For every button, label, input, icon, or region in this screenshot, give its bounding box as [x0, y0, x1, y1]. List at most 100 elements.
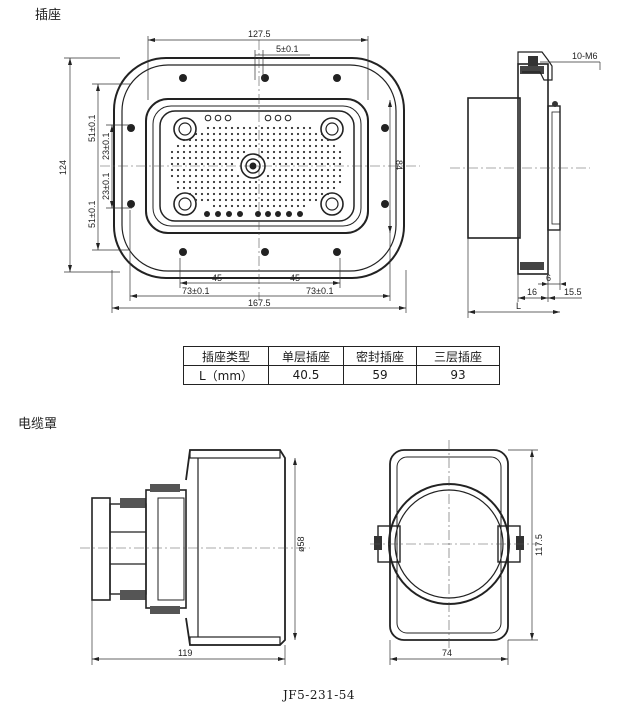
- contact-dot: [182, 180, 186, 184]
- contact-dot: [230, 144, 234, 148]
- contact-dot: [224, 126, 228, 130]
- dim-side-6: 6: [546, 273, 551, 283]
- dim-half-23-a: 23±0.1: [101, 133, 111, 160]
- contact-dot: [284, 162, 288, 166]
- contact-dot: [314, 144, 318, 148]
- contact-dot: [308, 162, 312, 166]
- dim-side-length: L: [516, 301, 521, 311]
- contact-dot: [320, 162, 324, 166]
- contact-dot: [230, 150, 234, 154]
- contact-dot: [296, 156, 300, 160]
- contact-dot: [200, 192, 204, 196]
- contact-dot: [308, 168, 312, 172]
- contact-dot: [188, 192, 192, 196]
- contact-dot: [272, 198, 276, 202]
- contact-dot: [290, 168, 294, 172]
- contact-dot: [218, 126, 222, 130]
- contact-dot: [182, 186, 186, 190]
- contact-dot: [254, 126, 258, 130]
- contact-dot: [182, 150, 186, 154]
- dim-cover-length: 119: [178, 648, 192, 658]
- contact-dot: [194, 150, 198, 154]
- contact-dot: [206, 126, 210, 130]
- contact-dot: [308, 192, 312, 196]
- contact-dot: [206, 192, 210, 196]
- contact-dot: [200, 150, 204, 154]
- contact-dot: [260, 126, 264, 130]
- contact-dot: [266, 192, 270, 196]
- contact-dot: [218, 198, 222, 202]
- contact-dot: [284, 138, 288, 142]
- contact-dot: [272, 204, 276, 208]
- contact-dot: [236, 150, 240, 154]
- contact-dot: [194, 132, 198, 136]
- contact-dot: [266, 156, 270, 160]
- contact-dot: [320, 168, 324, 172]
- contact-dot: [194, 198, 198, 202]
- contact-dot: [200, 168, 204, 172]
- contact-dot: [200, 186, 204, 190]
- contact-dot: [260, 138, 264, 142]
- mounting-holes: [127, 74, 389, 256]
- contact-dot: [314, 150, 318, 154]
- contact-dot: [200, 156, 204, 160]
- contact-dot: [302, 138, 306, 142]
- drawing-number: JF5-231-54: [283, 688, 356, 702]
- contact-dot: [290, 144, 294, 148]
- contact-dot: [260, 150, 264, 154]
- contact-dot: [290, 150, 294, 154]
- contact-dot: [194, 186, 198, 190]
- dim-overall-bottom: 167.5: [248, 298, 271, 308]
- contact-dot: [266, 204, 270, 208]
- contact-dot: [212, 150, 216, 154]
- contact-dot: [314, 186, 318, 190]
- contact-dot: [230, 204, 234, 208]
- contact-dot: [332, 186, 336, 190]
- contact-dot: [212, 156, 216, 160]
- contact-dot: [296, 180, 300, 184]
- contact-dot: [308, 174, 312, 178]
- contact-dot: [224, 144, 228, 148]
- contact-dot: [326, 138, 330, 142]
- section-label-socket: 插座: [35, 8, 62, 23]
- contact-dot: [314, 168, 318, 172]
- table-header-cell: 单层插座: [268, 346, 344, 366]
- contact-dot: [302, 168, 306, 172]
- contact-dot: [314, 132, 318, 136]
- contact-dot: [224, 198, 228, 202]
- contact-dot: [254, 144, 258, 148]
- contact-dot: [224, 174, 228, 178]
- contact-dot: [260, 186, 264, 190]
- section-label-cable-cover: 电缆罩: [18, 417, 58, 432]
- contact-dot: [206, 144, 210, 148]
- contact-dot: [320, 138, 324, 142]
- contact-dot: [272, 186, 276, 190]
- contact-dot: [320, 192, 324, 196]
- contact-dot: [218, 168, 222, 172]
- contact-dot: [260, 144, 264, 148]
- contact-dot: [290, 162, 294, 166]
- contact-dot: [326, 168, 330, 172]
- cable-cover-side-view: ø58 119: [80, 449, 310, 665]
- contact-dot: [326, 186, 330, 190]
- contact-dot: [230, 192, 234, 196]
- contact-dot: [176, 162, 180, 166]
- table-row: L（mm） 40.5 59 93: [183, 365, 500, 385]
- contact-dot: [302, 126, 306, 130]
- contact-dot: [314, 138, 318, 142]
- contact-dot: [230, 138, 234, 142]
- contact-dot: [272, 126, 276, 130]
- contact-dot: [278, 174, 282, 178]
- contact-dot: [284, 186, 288, 190]
- contact-dot: [266, 126, 270, 130]
- contact-dot: [326, 192, 330, 196]
- contact-dot: [248, 192, 252, 196]
- contact-dot: [290, 174, 294, 178]
- contact-dot: [206, 132, 210, 136]
- contact-dot: [278, 156, 282, 160]
- socket-type-table: 插座类型 单层插座 密封插座 三层插座 L（mm） 40.5 59 93: [183, 346, 500, 385]
- contact-dot: [194, 192, 198, 196]
- contact-dot: [284, 204, 288, 208]
- contact-dot: [266, 138, 270, 142]
- contact-dot: [248, 204, 252, 208]
